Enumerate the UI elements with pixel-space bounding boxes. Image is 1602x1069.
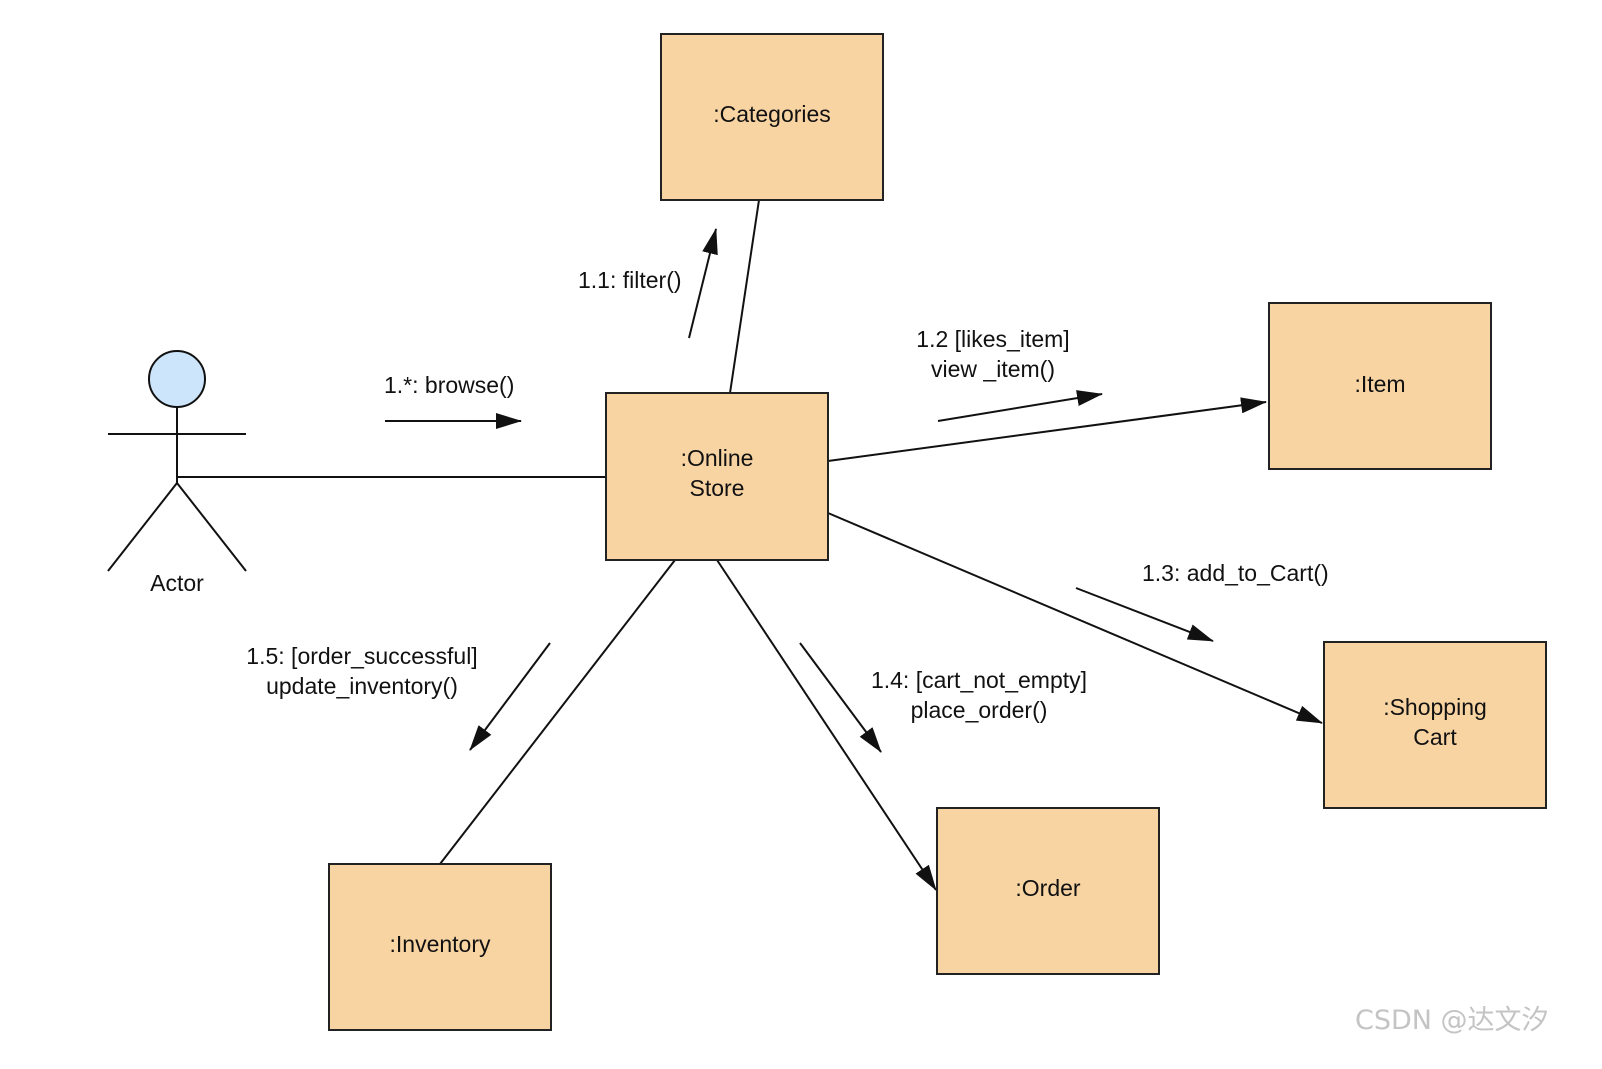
online-store-box [605, 392, 829, 561]
message-view-item-line1: 1.2 [likes_item] [916, 326, 1069, 352]
message-update-inventory-line1: 1.5: [order_successful] [246, 643, 477, 669]
arrow-place-order [799, 642, 882, 753]
order-label: :Order [1015, 875, 1081, 901]
watermark: CSDN @达文汐 [1355, 1005, 1549, 1036]
actor-head [148, 350, 206, 408]
shopping-cart-label-line1: :Shopping [1383, 694, 1487, 720]
item-label: :Item [1354, 371, 1405, 397]
categories-box [660, 33, 884, 201]
message-update-inventory-line2: update_inventory() [266, 673, 458, 699]
message-place-order-line2: place_order() [911, 697, 1048, 723]
link-onlinestore-order [716, 559, 937, 891]
actor-figure [107, 350, 247, 572]
link-onlinestore-inventory [439, 559, 676, 865]
order-box [936, 807, 1160, 975]
actor-right-leg [176, 482, 247, 572]
actor-label: Actor [150, 570, 204, 596]
link-onlinestore-categories [729, 199, 760, 394]
message-place-order-line1: 1.4: [cart_not_empty] [871, 667, 1087, 693]
link-onlinestore-item [827, 397, 1267, 462]
arrow-update-inventory [469, 642, 551, 751]
online-store-label-line2: Store [690, 475, 745, 501]
arrow-view-item [937, 390, 1103, 422]
categories-label: :Categories [713, 101, 831, 127]
arrow-add-to-cart [1075, 587, 1214, 642]
inventory-label: :Inventory [390, 931, 491, 957]
item-box [1268, 302, 1492, 470]
message-browse: 1.*: browse() [384, 372, 514, 398]
online-store-label-line1: :Online [681, 445, 754, 471]
inventory-box [328, 863, 552, 1031]
message-view-item-line2: view _item() [931, 356, 1055, 382]
actor-left-leg [107, 482, 178, 572]
message-add-to-cart: 1.3: add_to_Cart() [1142, 560, 1329, 586]
link-onlinestore-shoppingcart [827, 512, 1323, 724]
shopping-cart-box [1323, 641, 1547, 809]
message-filter: 1.1: filter() [578, 267, 682, 293]
arrow-filter [688, 228, 718, 339]
shopping-cart-label-line2: Cart [1413, 724, 1457, 750]
